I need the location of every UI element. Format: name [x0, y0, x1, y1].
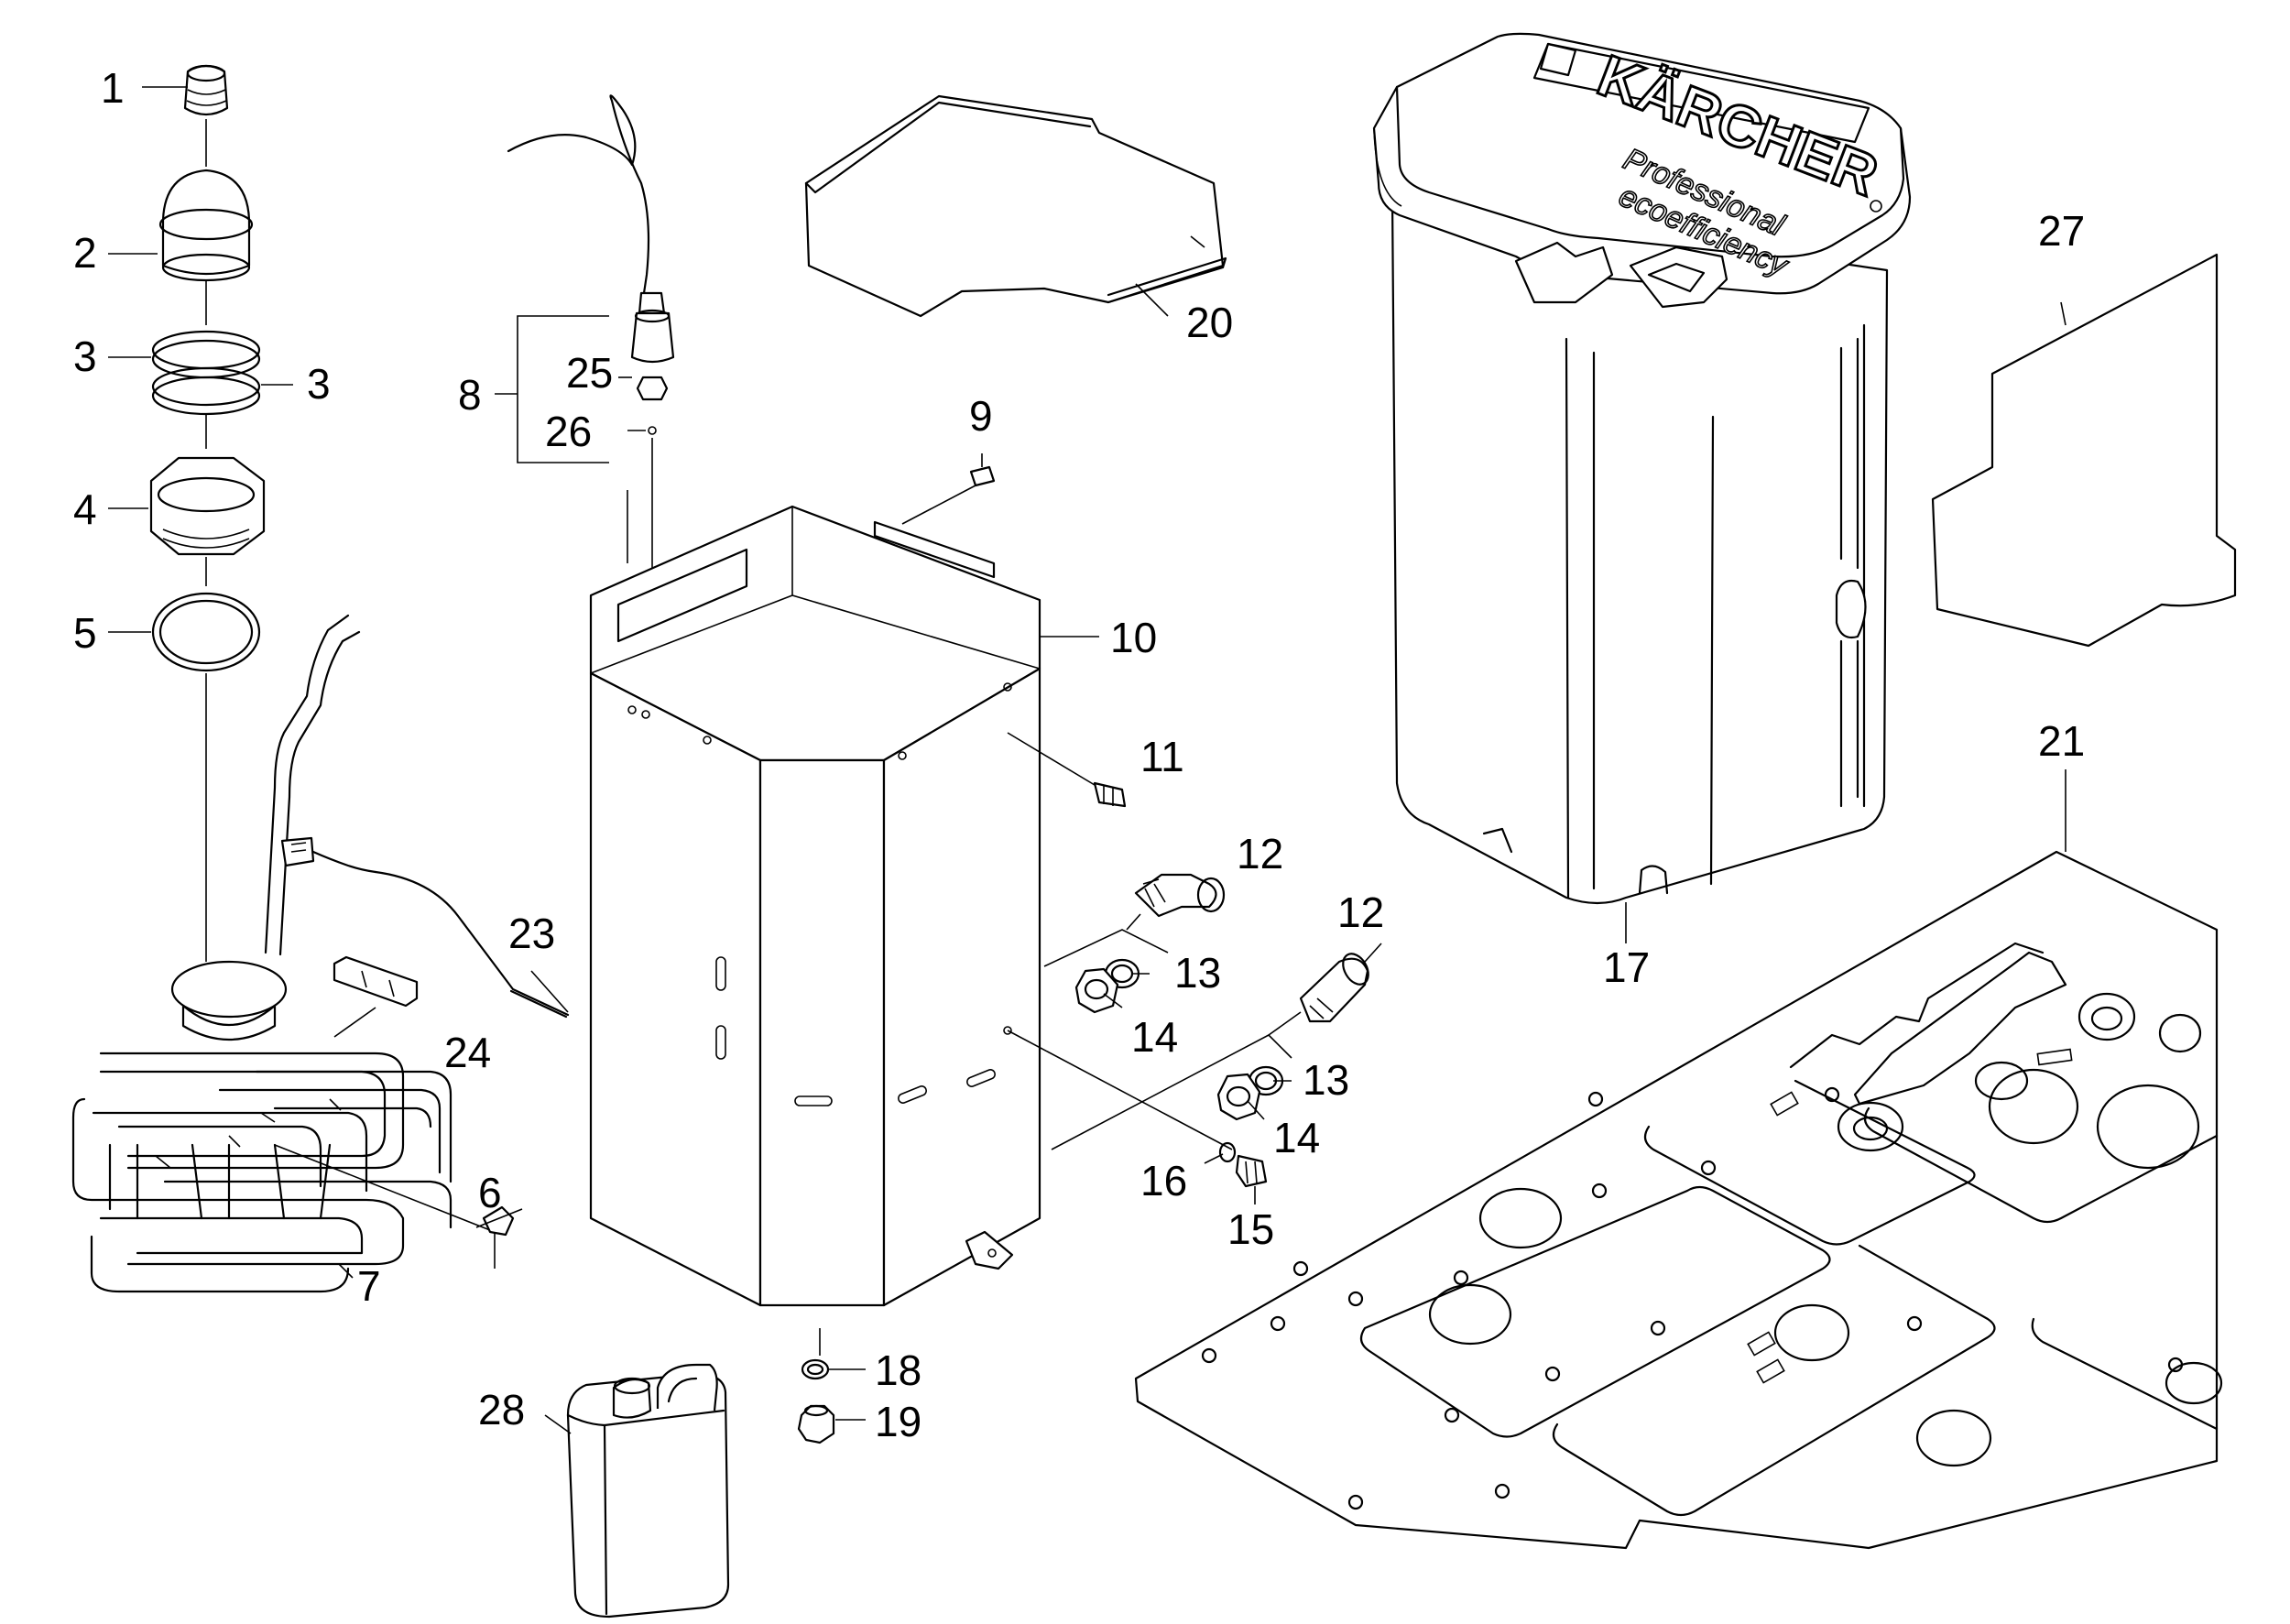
label-part-16: 16 [1140, 1157, 1187, 1204]
label-part-24: 24 [444, 1029, 491, 1076]
label-part-28: 28 [478, 1386, 525, 1433]
label-part-19: 19 [875, 1398, 921, 1445]
level-sensor-part-8 [495, 94, 675, 698]
bracket-13-14-leader-a [1043, 929, 1169, 967]
bracket-13-14-leader-b [1051, 1034, 1292, 1150]
straight-fitting-part-12b [1268, 953, 1369, 1036]
label-part-5: 5 [73, 609, 97, 657]
label-part-1: 1 [101, 64, 125, 112]
clip-part-6 [475, 1205, 523, 1269]
cover-plate-part-20 [804, 94, 1227, 318]
housing-part-2 [158, 169, 254, 325]
label-part-23: 23 [508, 910, 555, 957]
label-part-15: 15 [1227, 1205, 1274, 1253]
label-part-13a: 13 [1174, 949, 1221, 997]
label-part-18: 18 [875, 1346, 921, 1394]
callout-leaders [108, 86, 1382, 1421]
housing-shell-part-10 [589, 505, 1099, 1307]
cap-part-1 [183, 64, 229, 167]
label-part-20: 20 [1186, 299, 1233, 346]
elbow-fitting-part-12a [1126, 873, 1226, 931]
label-part-21: 21 [2038, 717, 2085, 765]
fitting-part-15 [1007, 1030, 1268, 1188]
label-part-4: 4 [73, 485, 97, 533]
drain-plug-part-19 [797, 1404, 835, 1444]
label-part-2: 2 [73, 229, 97, 277]
label-part-17: 17 [1603, 943, 1650, 991]
nut-part-14a [1074, 967, 1119, 1014]
base-plate-bolt-holes [1201, 1086, 2184, 1510]
label-part-27: 27 [2038, 207, 2085, 255]
label-part-12b: 12 [1337, 888, 1384, 936]
washer-part-16 [1218, 1141, 1237, 1163]
bracket-part-24 [333, 955, 419, 1038]
label-part-6: 6 [478, 1169, 502, 1216]
label-part-9: 9 [969, 392, 993, 440]
label-part-3b: 3 [307, 360, 331, 408]
seal-rings-part-3 [151, 330, 261, 449]
base-plate-part-21 [1134, 769, 2223, 1550]
label-part-12a: 12 [1237, 830, 1283, 877]
gasket-part-5 [151, 592, 261, 962]
brand-emblem [1539, 42, 1577, 77]
label-part-26: 26 [545, 408, 592, 455]
side-panel-part-27 [1931, 253, 2237, 648]
label-part-14a: 14 [1131, 1013, 1178, 1061]
nut-part-14b [1216, 1073, 1261, 1121]
callout-labels: 1 2 3 3 4 5 6 7 8 9 10 11 12 12 13 13 14… [73, 64, 2085, 1445]
label-part-11: 11 [1140, 733, 1184, 780]
sensor-cable-part-23 [280, 836, 570, 1019]
drain-seal-part-18 [801, 1328, 830, 1380]
label-part-8: 8 [458, 371, 482, 419]
screw-part-9 [901, 453, 996, 525]
heating-element-part-7 [71, 614, 496, 1293]
label-part-13b: 13 [1303, 1056, 1349, 1104]
label-part-3a: 3 [73, 332, 97, 380]
label-part-10: 10 [1110, 614, 1157, 661]
label-part-25: 25 [566, 349, 613, 397]
label-part-7: 7 [357, 1262, 381, 1310]
fitting-part-11 [1007, 732, 1127, 808]
hex-nut-part-4 [149, 456, 266, 586]
label-part-14b: 14 [1273, 1114, 1320, 1161]
water-tank-part-17 [1372, 32, 1912, 943]
canister-part-28 [544, 1363, 730, 1619]
